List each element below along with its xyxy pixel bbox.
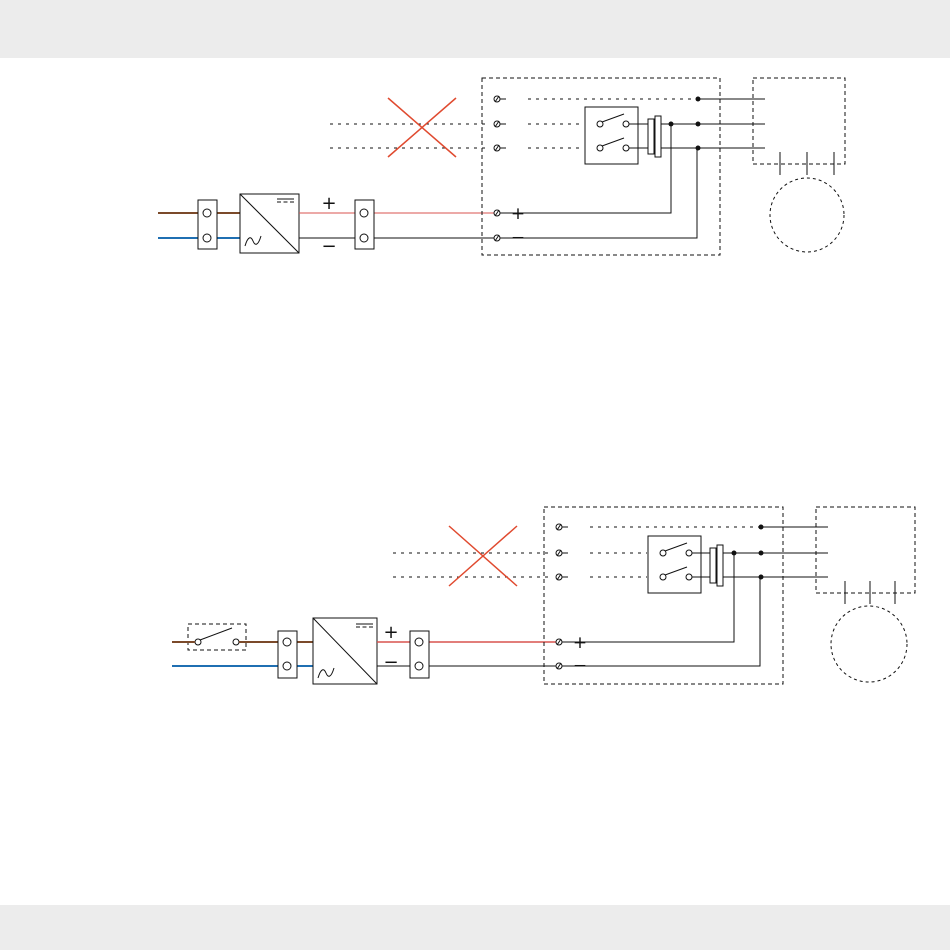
junction-dot: [732, 551, 737, 556]
screw-terminal: [556, 663, 568, 669]
power-supply: [240, 194, 299, 253]
junction-dot: [669, 122, 674, 127]
cross-out-mark: [388, 98, 456, 157]
power-supply: [313, 618, 377, 684]
junction-dot: [696, 122, 701, 127]
upstream-switch: [188, 624, 246, 650]
motor-outline: [831, 606, 907, 682]
motor-connection-box: [753, 78, 845, 164]
screw-terminal: [556, 574, 568, 580]
screw-terminal: [556, 524, 568, 530]
output-terminal-block: [355, 200, 374, 249]
relay: [585, 107, 648, 164]
input-terminal-block: [198, 200, 217, 249]
screw-terminal: [494, 121, 506, 127]
screw-terminal: [494, 210, 506, 216]
screw-terminal: [556, 550, 568, 556]
junction-dot: [696, 146, 701, 151]
junction-dot: [759, 575, 764, 580]
negative-sign: −: [383, 652, 398, 673]
output-terminal-block: [410, 631, 429, 678]
screw-terminal: [556, 639, 568, 645]
screw-terminal: [494, 96, 506, 102]
panel-with-switch: + − + −: [172, 507, 915, 684]
positive-sign: +: [321, 193, 336, 214]
screw-terminal: [494, 235, 506, 241]
junction-dot: [759, 551, 764, 556]
screw-terminal: [494, 145, 506, 151]
relay-coil: [710, 545, 723, 586]
relay: [648, 536, 710, 593]
terminal-plus-sign: +: [573, 633, 587, 653]
junction-dot: [759, 525, 764, 530]
positive-sign: +: [383, 622, 398, 643]
negative-sign: −: [321, 236, 336, 257]
terminal-plus-sign: +: [511, 204, 525, 224]
motor-outline: [770, 178, 844, 252]
motor-connection-box: [816, 507, 915, 593]
input-terminal-block: [278, 631, 297, 678]
panel-without-switch: + − + −: [158, 78, 845, 257]
junction-dot: [696, 97, 701, 102]
relay-coil: [648, 116, 661, 157]
